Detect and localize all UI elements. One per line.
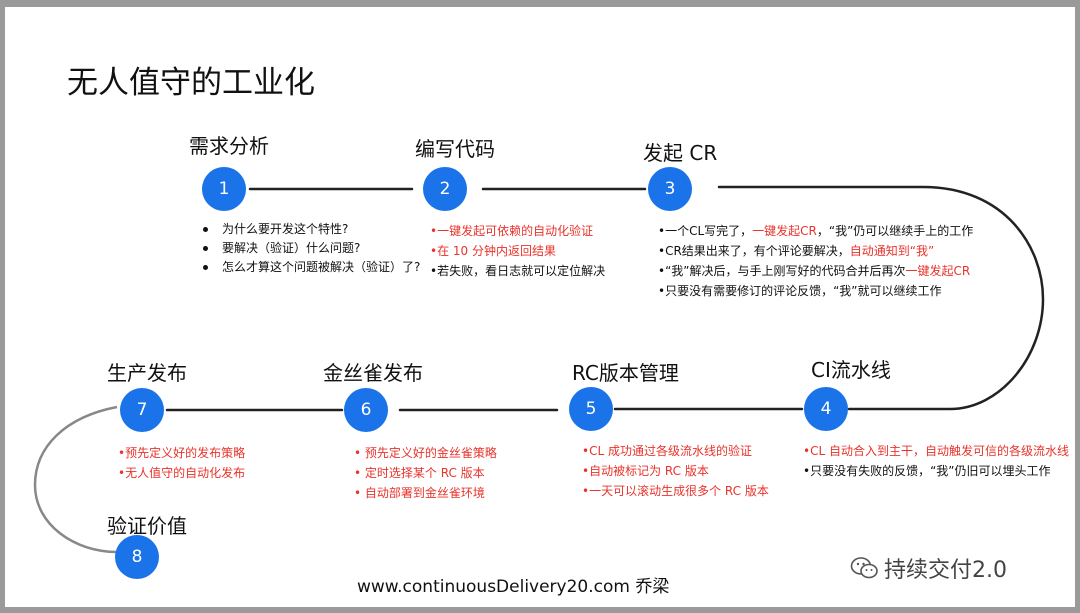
stage-4-node: 4 [804, 387, 848, 431]
footer-credit: www.continuousDelivery20.com 乔梁 [357, 577, 670, 597]
pipeline-connectors [33, 185, 1045, 554]
stage-7-note: •预先定义好的发布策略 [118, 446, 246, 460]
stage-5-note: •自动被标记为 RC 版本 [582, 464, 709, 478]
stage-2-note: •若失败，看日志就可以定位解决 [430, 264, 606, 278]
brand-name: 持续交付2.0 [884, 558, 1007, 583]
slide: 无人值守的工业化 需求分析 1 为什么要开发这个特性? 要解决（验证）什么问题?… [5, 7, 1075, 607]
stage-1-notes: 为什么要开发这个特性? 要解决（验证）什么问题? 怎么才算这个问题被解决（验证）… [200, 220, 420, 277]
connector-7-8 [33, 405, 118, 554]
stage-3-note: •CR结果出来了，有个评论要解决，自动通知到“我” [658, 244, 935, 258]
stage-1-note: 怎么才算这个问题被解决（验证）了? [200, 258, 420, 277]
connector-3-4 [717, 185, 1045, 411]
stage-2-note: •一键发起可依赖的自动化验证 [430, 224, 594, 238]
page-title: 无人值守的工业化 [67, 65, 315, 101]
stage-4-title: CI流水线 [811, 358, 891, 382]
stage-7-note: •无人值守的自动化发布 [118, 466, 246, 480]
stage-6-notes: • 预先定义好的金丝雀策略 • 定时选择某个 RC 版本 • 自动部署到金丝雀环… [354, 443, 497, 503]
stage-1-title: 需求分析 [189, 134, 269, 158]
brand-watermark: 持续交付2.0 [850, 552, 1007, 584]
stage-8-node: 8 [115, 535, 159, 579]
stage-7-notes: •预先定义好的发布策略 •无人值守的自动化发布 [118, 443, 245, 483]
stage-5-node: 5 [569, 387, 613, 431]
stage-1-note: 为什么要开发这个特性? [200, 220, 420, 239]
stage-4-note: •CL 自动合入到主干，自动触发可信的各级流水线 [803, 444, 1069, 458]
stage-2-note: •在 10 分钟内返回结果 [430, 244, 556, 258]
stage-5-title: RC版本管理 [572, 361, 679, 385]
stage-3-title: 发起 CR [643, 141, 718, 165]
stage-6-note: • 预先定义好的金丝雀策略 [354, 446, 497, 460]
stage-1-note: 要解决（验证）什么问题? [200, 239, 420, 258]
stage-2-notes: •一键发起可依赖的自动化验证 •在 10 分钟内返回结果 •若失败，看日志就可以… [430, 221, 605, 281]
stage-8-title: 验证价值 [107, 514, 187, 538]
stage-3-notes: •一个CL写完了，一键发起CR，“我”仍可以继续手上的工作 •CR结果出来了，有… [658, 221, 973, 301]
stage-2-node: 2 [423, 167, 467, 211]
stage-6-title: 金丝雀发布 [323, 361, 423, 385]
stage-1-node: 1 [202, 167, 246, 211]
stage-4-notes: •CL 自动合入到主干，自动触发可信的各级流水线 •只要没有失败的反馈，“我”仍… [803, 441, 1069, 481]
stage-3-note: •只要没有需要修订的评论反馈，“我”就可以继续工作 [658, 284, 942, 298]
stage-7-title: 生产发布 [107, 361, 187, 385]
stage-2-title: 编写代码 [415, 137, 495, 161]
stage-4-note: •只要没有失败的反馈，“我”仍旧可以埋头工作 [803, 464, 1051, 478]
stage-6-note: • 定时选择某个 RC 版本 [354, 466, 485, 480]
stage-7-node: 7 [120, 388, 164, 432]
stage-6-node: 6 [344, 388, 388, 432]
stage-3-note: •一个CL写完了，一键发起CR，“我”仍可以继续手上的工作 [658, 224, 974, 238]
stage-5-note: •CL 成功通过各级流水线的验证 [582, 444, 752, 458]
stage-3-note: •“我”解决后，与手上刚写好的代码合并后再次一键发起CR [658, 264, 971, 278]
stage-5-notes: •CL 成功通过各级流水线的验证 •自动被标记为 RC 版本 •一天可以滚动生成… [582, 441, 769, 501]
stage-6-note: • 自动部署到金丝雀环境 [354, 486, 485, 500]
stage-5-note: •一天可以滚动生成很多个 RC 版本 [582, 484, 769, 498]
wechat-icon [850, 557, 878, 579]
stage-3-node: 3 [648, 167, 692, 211]
